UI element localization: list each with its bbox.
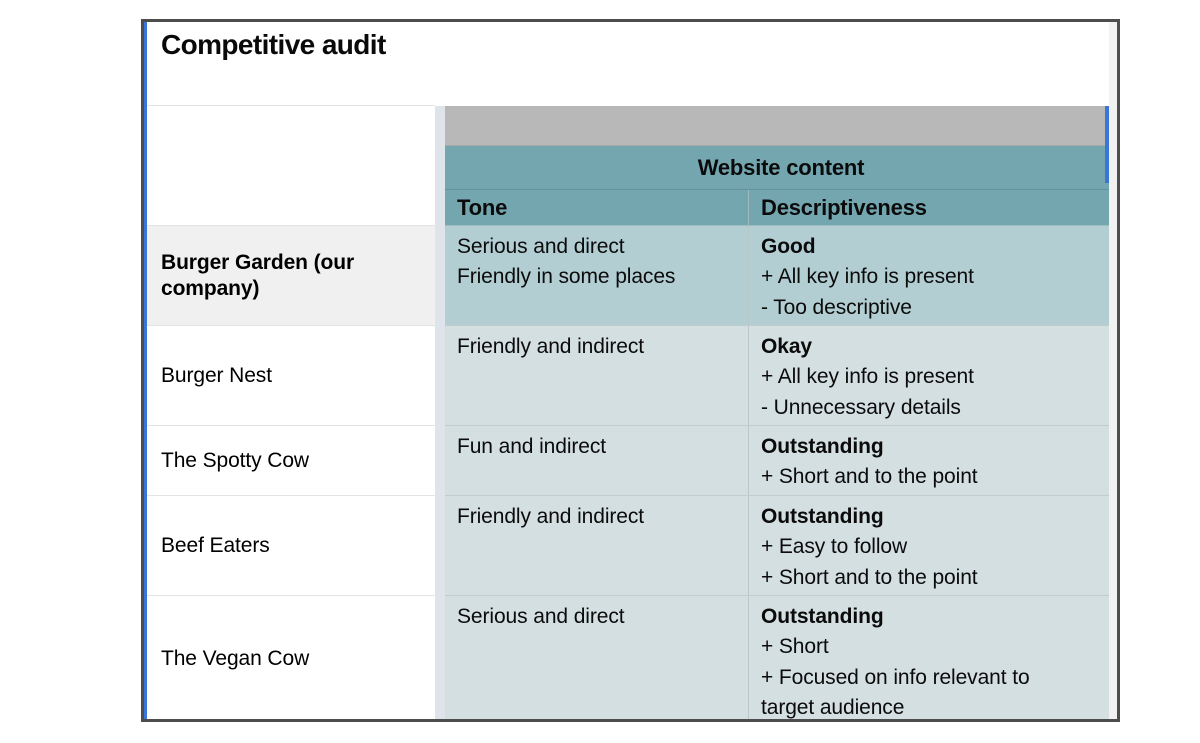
spreadsheet-frame: Competitive audit Burger Garden (our com… [141, 19, 1120, 722]
descriptiveness-notes: + Short and to the point [761, 465, 978, 489]
table-grid: Competitive audit Burger Garden (our com… [147, 22, 1117, 719]
company-name: Beef Eaters [161, 533, 270, 557]
cell-tone[interactable]: Serious and direct Friendly in some plac… [445, 226, 749, 325]
column-header-row: Tone Descriptiveness [445, 190, 1117, 226]
column-header-label: Descriptiveness [761, 194, 927, 220]
descriptiveness-rating: Good [761, 235, 816, 258]
company-name-column: Competitive audit Burger Garden (our com… [147, 22, 435, 719]
selection-edge-right [1105, 106, 1109, 183]
column-header-descriptiveness[interactable]: Descriptiveness [749, 190, 1117, 225]
tone-text: Fun and indirect [457, 435, 606, 458]
descriptiveness-rating: Outstanding [761, 505, 884, 528]
company-name: Burger Garden (our company) [161, 250, 355, 300]
table-row-label-0[interactable]: Burger Garden (our company) [147, 226, 435, 326]
company-name: Burger Nest [161, 363, 272, 387]
cell-tone[interactable]: Friendly and indirect [445, 326, 749, 425]
tone-text: Serious and direct Friendly in some plac… [457, 235, 676, 289]
group-header-website-content: Website content [445, 146, 1117, 190]
descriptiveness-rating: Okay [761, 335, 812, 358]
descriptiveness-rating: Outstanding [761, 605, 884, 628]
column-gutter [435, 22, 445, 719]
table-row-label-1[interactable]: Burger Nest [147, 326, 435, 426]
page-title: Competitive audit [161, 29, 386, 60]
group-header-label: Website content [697, 154, 865, 180]
cell-tone[interactable]: Friendly and indirect [445, 496, 749, 595]
descriptiveness-notes: + All key info is present - Unnecessary … [761, 365, 974, 419]
tone-text: Friendly and indirect [457, 505, 644, 528]
table-row[interactable]: Friendly and indirect Outstanding + Easy… [445, 496, 1117, 596]
table-row-label-2[interactable]: The Spotty Cow [147, 426, 435, 496]
column-gutter-top [435, 22, 445, 106]
column-header-tone[interactable]: Tone [445, 190, 749, 225]
table-row[interactable]: Friendly and indirect Okay + All key inf… [445, 326, 1117, 426]
tone-text: Friendly and indirect [457, 335, 644, 358]
table-row-label-3[interactable]: Beef Eaters [147, 496, 435, 596]
cell-descriptiveness[interactable]: Okay + All key info is present - Unneces… [749, 326, 1117, 425]
descriptiveness-notes: + All key info is present - Too descript… [761, 265, 974, 319]
descriptiveness-notes: + Easy to follow + Short and to the poin… [761, 535, 978, 589]
column-header-label: Tone [457, 194, 508, 220]
company-name: The Spotty Cow [161, 448, 309, 472]
table-row-label-4[interactable]: The Vegan Cow [147, 596, 435, 719]
right-edge-strip [1109, 22, 1117, 719]
company-name: The Vegan Cow [161, 647, 310, 671]
table-row[interactable]: Serious and direct Friendly in some plac… [445, 226, 1117, 326]
cell-descriptiveness[interactable]: Outstanding + Short and to the point [749, 426, 1117, 495]
cell-descriptiveness[interactable]: Good + All key info is present - Too des… [749, 226, 1117, 325]
table-row[interactable]: Serious and direct Outstanding + Short +… [445, 596, 1117, 720]
selection-edge-left [144, 22, 147, 719]
cell-tone[interactable]: Serious and direct [445, 596, 749, 719]
descriptiveness-notes: + Short + Focused on info relevant to ta… [761, 635, 1030, 720]
gray-spacer-band [445, 106, 1117, 146]
cell-descriptiveness[interactable]: Outstanding + Easy to follow + Short and… [749, 496, 1117, 595]
data-columns: Website content Tone Descriptiveness Ser… [445, 22, 1117, 719]
tone-text: Serious and direct [457, 605, 625, 628]
page-title-cell: Competitive audit [147, 22, 435, 106]
table-row[interactable]: Fun and indirect Outstanding + Short and… [445, 426, 1117, 496]
company-header-spacer [147, 106, 435, 226]
descriptiveness-rating: Outstanding [761, 435, 884, 458]
cell-tone[interactable]: Fun and indirect [445, 426, 749, 495]
cell-descriptiveness[interactable]: Outstanding + Short + Focused on info re… [749, 596, 1117, 720]
